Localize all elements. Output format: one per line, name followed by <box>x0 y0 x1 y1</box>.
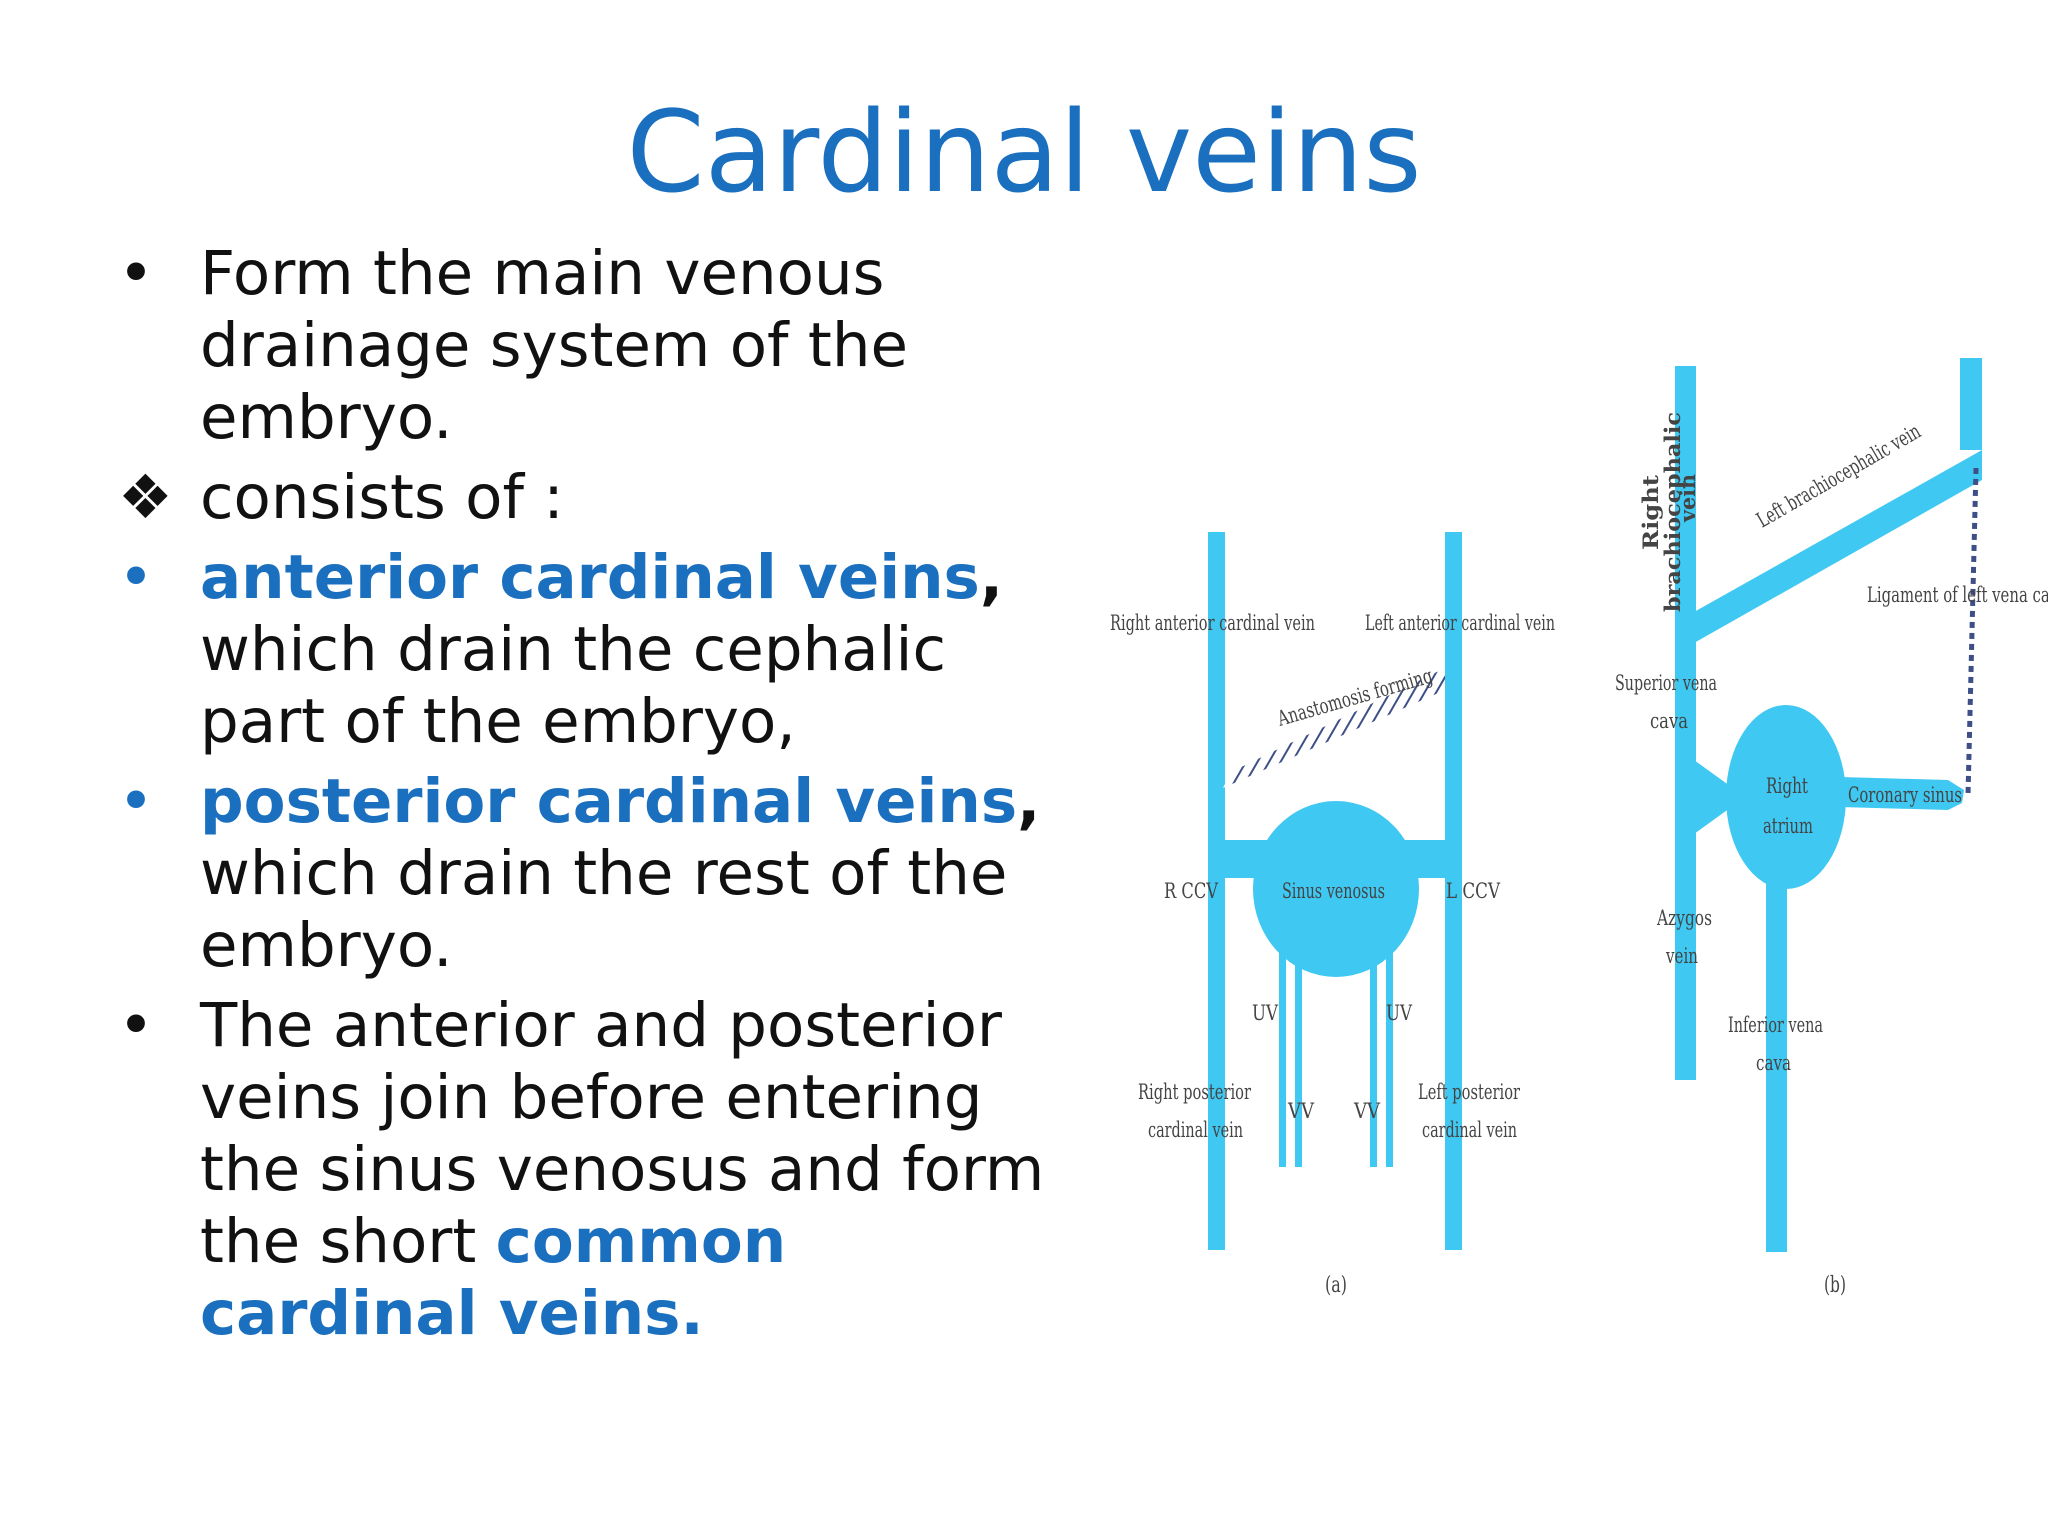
bullet-comma: , <box>979 542 1004 613</box>
bullet-text: which drain the cephalic part of the emb… <box>200 614 947 757</box>
bullet-icon: • <box>118 766 154 837</box>
label-lccv: L CCV <box>1446 879 1501 903</box>
inferior-vena-cava-shape <box>1766 870 1787 1252</box>
bullet-item-consists: ❖ consists of : <box>118 462 1048 534</box>
bullet-list: • Form the main venous drainage system o… <box>118 238 1048 1358</box>
caption-a: (a) <box>1325 1273 1347 1298</box>
atrium-junction-shape <box>1694 760 1730 834</box>
panel-a: Right anterior cardinal vein Left anteri… <box>1110 532 1555 1298</box>
bullet-item-anterior: • anterior cardinal veins, which drain t… <box>118 542 1048 758</box>
right-atrium-shape <box>1726 705 1846 889</box>
bullet-text: The anterior and posterior veins join be… <box>200 990 1045 1277</box>
caption-b: (b) <box>1824 1273 1846 1298</box>
anastomosis-shape <box>1223 668 1445 788</box>
bullet-icon: • <box>118 542 154 613</box>
left-vertical-shape <box>1960 358 1982 450</box>
bullet-item-posterior: • posterior cardinal veins, which drain … <box>118 766 1048 982</box>
left-brachiocephalic-shape <box>1694 450 1982 643</box>
highlight-term: anterior cardinal veins <box>200 542 980 613</box>
bullet-item-join: • The anterior and posterior veins join … <box>118 990 1048 1350</box>
label-left-posterior-1: Left posterior <box>1418 1080 1521 1104</box>
bullet-text: consists of : <box>200 462 564 533</box>
label-left-posterior-2: cardinal vein <box>1422 1118 1517 1142</box>
left-cardinal-vein-shape <box>1445 532 1462 1250</box>
label-right-brachio-1: Right <box>1638 475 1663 550</box>
label-azygos-2: vein <box>1665 944 1698 968</box>
bullet-text: Form the main venous drainage system of … <box>200 238 909 453</box>
label-vv-right: VV <box>1353 1099 1381 1123</box>
label-svc-1: Superior vena <box>1615 671 1717 695</box>
bullet-icon: • <box>118 990 154 1061</box>
label-ivc-1: Inferior vena <box>1728 1013 1823 1037</box>
coronary-sinus-shape <box>1840 777 1964 810</box>
vv-right-shape <box>1370 960 1377 1167</box>
panel-b: Right brachiocephalic vein Left brachioc… <box>1615 358 2048 1298</box>
label-right-atrium-2: atrium <box>1763 814 1813 838</box>
label-ligament: Ligament of left vena cava <box>1867 583 2048 607</box>
label-vv-left: VV <box>1287 1099 1315 1123</box>
label-right-anterior-cardinal: Right anterior cardinal vein <box>1110 611 1315 635</box>
diamond-bullet-icon: ❖ <box>118 462 173 533</box>
right-brachiocephalic-shape <box>1675 366 1696 1080</box>
label-svc-2: cava <box>1650 709 1688 733</box>
label-azygos-1: Azygos <box>1656 906 1712 930</box>
slide-title: Cardinal veins <box>626 88 1422 218</box>
label-right-atrium-1: Right <box>1766 774 1808 798</box>
label-left-anterior-cardinal: Left anterior cardinal vein <box>1365 611 1555 635</box>
highlight-term: common cardinal veins. <box>200 1206 787 1349</box>
bullet-text: which drain the rest of the embryo. <box>200 838 1008 981</box>
label-ivc-2: cava <box>1756 1051 1791 1075</box>
label-right-posterior-2: cardinal vein <box>1148 1118 1243 1142</box>
highlight-term: posterior cardinal veins <box>200 766 1018 837</box>
sinus-venosus-shape <box>1253 801 1419 977</box>
bullet-item-drainage: • Form the main venous drainage system o… <box>118 238 1048 454</box>
label-coronary-sinus: Coronary sinus <box>1848 783 1962 807</box>
ligament-shape <box>1965 467 1979 796</box>
label-right-brachio-2: brachiocephalic <box>1660 412 1685 612</box>
label-uv-left: UV <box>1252 1001 1279 1025</box>
right-cardinal-vein-shape <box>1208 532 1225 1250</box>
bullet-icon: • <box>118 238 154 309</box>
uv-right-shape <box>1386 945 1393 1167</box>
diagram-svg: Right anterior cardinal vein Left anteri… <box>1110 358 2048 1298</box>
label-uv-right: UV <box>1386 1001 1413 1025</box>
bullet-comma: , <box>1017 766 1041 837</box>
label-right-brachio-3: vein <box>1675 474 1700 523</box>
label-right-posterior-1: Right posterior <box>1138 1080 1252 1104</box>
label-sinus-venosus: Sinus venosus <box>1282 879 1385 903</box>
vv-left-shape <box>1295 960 1302 1167</box>
label-rccv: R CCV <box>1164 879 1219 903</box>
cardinal-veins-diagram: Right anterior cardinal vein Left anteri… <box>1090 350 2048 1330</box>
uv-left-shape <box>1279 945 1286 1167</box>
